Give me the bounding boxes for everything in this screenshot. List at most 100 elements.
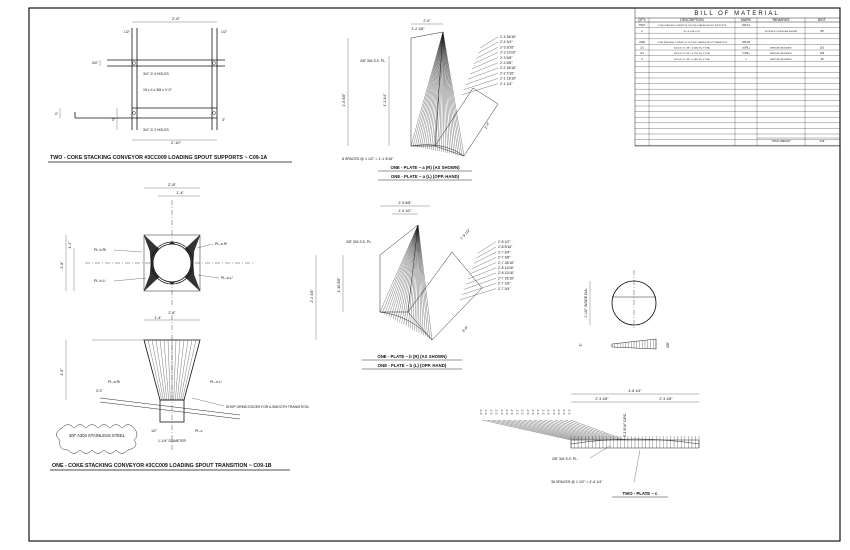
transition-dim-elev: 1'-9" bbox=[60, 368, 64, 376]
fan-line bbox=[401, 224, 419, 324]
ordinate-label: 3'-1" bbox=[552, 409, 556, 415]
bom-cell-qty: ONE bbox=[639, 40, 645, 44]
transition-dim-bot-dia: 1'-1/4" DIAMETER bbox=[158, 439, 187, 443]
ordinate-leader bbox=[459, 288, 497, 300]
transition-label-pl-b-r: PL-b R/ bbox=[94, 248, 106, 252]
supports-dim-left-b: 4" bbox=[55, 112, 59, 116]
bom-header-wgt: WGT. bbox=[818, 18, 827, 22]
ordinate-leader bbox=[465, 73, 499, 85]
fan-line bbox=[435, 31, 444, 151]
bom-header-description: DESCRIPTION bbox=[680, 18, 704, 22]
fan-line bbox=[417, 224, 430, 339]
bom-title: BILL OF MATERIAL bbox=[694, 11, 779, 17]
bom-cell-remarks: BENT AS INDICATED bbox=[770, 52, 792, 55]
plate-b-dim-top2: 1'-9 1/2" bbox=[398, 209, 412, 213]
ordinate-label: 2'-2 7/16" bbox=[500, 71, 515, 75]
plate-c-spaces: 36 SPACES @ 1 1/2" = 4'-6 1/4" bbox=[551, 480, 603, 484]
fan-line bbox=[408, 224, 419, 328]
ordinate-leader bbox=[475, 246, 497, 259]
ordinate-leader bbox=[570, 419, 626, 441]
ordinate-leader bbox=[559, 419, 620, 441]
fan-line bbox=[379, 224, 419, 313]
ordinate-leader bbox=[461, 83, 499, 95]
hatch-line bbox=[147, 339, 162, 401]
fan-line bbox=[433, 31, 444, 151]
ordinate-label: 2'-7 15/16" bbox=[498, 261, 515, 265]
ordinate-leader bbox=[479, 36, 499, 49]
ordinate-label: 3'-1" bbox=[562, 409, 566, 415]
bom-cell-mark: b (R/L) bbox=[742, 52, 750, 55]
plate-b-view: 2'-9 5/8" 1'-9 1/2" 2'-4 3/8" 1'-10 5/8"… bbox=[310, 201, 515, 370]
plate-c-side-hatch bbox=[611, 339, 657, 349]
ordinate-leader bbox=[475, 47, 499, 59]
bom-cell-wgt: 156 bbox=[820, 51, 825, 55]
hatch-line bbox=[176, 339, 185, 401]
supports-dim-small-a: 1/2" bbox=[124, 30, 131, 34]
plate-c-dim-smallv: 3" bbox=[579, 343, 583, 347]
bom-cell-mark: a (R/L) bbox=[742, 47, 750, 50]
hatch-line bbox=[167, 339, 171, 401]
bom-cell-qty: 1/1 bbox=[640, 46, 644, 50]
plate-c-ordinates: 3'-1"3'-1"3'-1"3'-1"3'-1"3'-1"3'-1"3'-1"… bbox=[479, 409, 626, 441]
plate-b-dim-right: 1'-10 5/8" bbox=[337, 277, 341, 293]
plate-c-circle-side: 1'-1/2" INSIDE DIA. bbox=[584, 288, 588, 317]
plate-b-dim-right2: 3'-0" bbox=[461, 325, 469, 334]
fan-line bbox=[417, 224, 424, 336]
ordinate-label: 2'-8 1/2" bbox=[498, 240, 511, 244]
ordinate-leader bbox=[528, 419, 600, 441]
fan-line bbox=[417, 224, 428, 338]
plate-b-thk: 3/8" 304 S.S. PL. bbox=[346, 240, 372, 244]
transition-dim-bot-small: 1/2" bbox=[151, 429, 158, 433]
bom-cell-mark: C09-1A bbox=[742, 24, 751, 27]
bom-cell-qty: 2 bbox=[641, 57, 643, 61]
ordinate-label: 3'-1" bbox=[510, 409, 514, 415]
fan-line bbox=[442, 31, 459, 155]
fan-line bbox=[429, 31, 444, 150]
ordinate-label: 2'-8 11/16" bbox=[498, 271, 515, 275]
ordinate-leader bbox=[481, 419, 572, 441]
fan-line bbox=[412, 224, 419, 330]
plate-a-view: 2'-9" 1'-2 1/8" 1'-5 5/8" 1'-1 3/4" 2'-4… bbox=[342, 19, 517, 181]
ordinate-leader bbox=[469, 62, 499, 75]
ordinate-leader bbox=[465, 272, 497, 285]
bom-cell-qty: 2 bbox=[641, 29, 643, 33]
hatch-line bbox=[182, 339, 197, 401]
plate-b-dim-top: 2'-9 5/8" bbox=[398, 201, 412, 205]
transition-label-pl-a-l: PL-a L/ bbox=[221, 276, 233, 280]
plate-a-label-2: ONE - PLATE ~ a (L) (OPP. HAND) bbox=[391, 174, 460, 179]
fan-line bbox=[442, 31, 463, 156]
hatch-line bbox=[163, 339, 169, 401]
plate-c-label: TWO - PLATE ~ c bbox=[623, 491, 659, 496]
ordinate-leader bbox=[471, 57, 499, 69]
plate-b-fan bbox=[379, 224, 433, 341]
supports-view: 2'-6" 2'-10" 1/2" 1/2" 3/4" 4" 3" 3" 3/4… bbox=[48, 16, 292, 163]
fan-line bbox=[390, 224, 419, 318]
ordinate-label: 2'-8 9/16" bbox=[498, 245, 513, 249]
plate-c-dim-right: 3/8" bbox=[666, 341, 670, 348]
bom-cell-desc: 15 x 4 x 3/8 x 4'-0" bbox=[683, 31, 700, 33]
plate-a-spaces: 8 SPACES @ 1 1/2" = 1'-1 9/16" bbox=[342, 157, 394, 161]
bom-cell-remarks: BENT AS INDICATED bbox=[770, 47, 792, 50]
transition-dim-top1: 2'-8" bbox=[168, 182, 177, 187]
ordinate-label: 2'-3 5/8" bbox=[500, 56, 513, 60]
transition-label-pl-a-r: PL-a R/ bbox=[215, 242, 227, 246]
fan-line bbox=[442, 31, 456, 155]
bom-cell-wgt: 88 bbox=[821, 29, 824, 33]
ordinate-label: 3'-1" bbox=[479, 409, 483, 415]
fan-line bbox=[442, 31, 461, 156]
fan-line bbox=[412, 31, 444, 147]
hatch-line bbox=[155, 339, 166, 401]
plate-a-dim-left: 1'-5 5/8" bbox=[342, 93, 346, 107]
supports-note-holes-bottom: 3/4" ∅ 2 HOLES bbox=[143, 128, 170, 132]
fan-line bbox=[382, 224, 419, 314]
ordinate-leader bbox=[473, 252, 497, 264]
ordinate-label: 2'-7 1/8" bbox=[498, 282, 511, 286]
ordinate-leader bbox=[549, 419, 613, 441]
transition-dim-top4: 2'-8" bbox=[168, 311, 176, 315]
ordinate-leader bbox=[473, 52, 499, 64]
ordinate-leader bbox=[471, 257, 497, 269]
ordinate-label: 3'-1" bbox=[536, 409, 540, 415]
bom-cell-mark: C09-1B bbox=[742, 41, 751, 44]
supports-note-member: 15 x 4 x 3/8 x 4'-0" bbox=[143, 88, 173, 92]
